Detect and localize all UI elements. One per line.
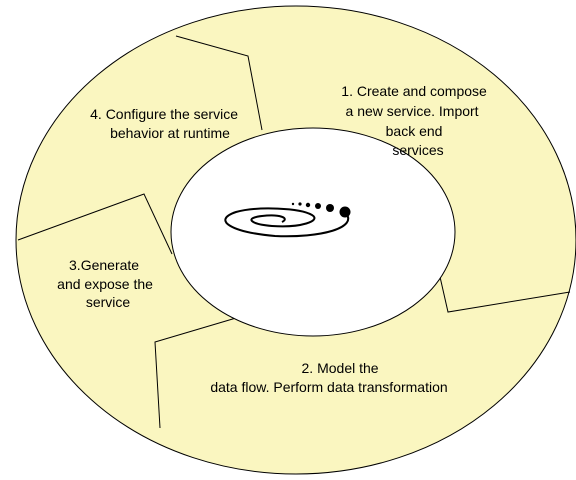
boundary-line-3-4 (17, 193, 173, 255)
step-3-label: 3.Generate and expose the service (57, 257, 157, 310)
spiral-logo-icon (224, 202, 351, 238)
step-3-line: and expose the (57, 276, 153, 292)
step-1-line: back end (386, 123, 443, 139)
step-2-line: data flow. Perform data transformation (210, 379, 447, 395)
step-1-line: services (392, 142, 443, 158)
step-1-line: a new service. Import (346, 103, 479, 119)
step-4-line: behavior at runtime (110, 125, 230, 141)
step-4-label: 4. Configure the service behavior at run… (90, 106, 242, 141)
step-2-line: 2. Model the (302, 360, 379, 376)
step-1-line: 1. Create and compose (341, 83, 487, 99)
center-circle (170, 127, 456, 337)
step-2-label: 2. Model the data flow. Perform data tra… (210, 360, 447, 395)
boundary-line-2-3 (154, 317, 237, 429)
step-4-line: 4. Configure the service (90, 106, 238, 122)
boundary-line-4-1 (175, 35, 263, 131)
step-3-line: 3.Generate (69, 257, 139, 273)
step-1-label: 1. Create and compose a new service. Imp… (341, 83, 490, 158)
step-3-line: service (86, 294, 131, 310)
